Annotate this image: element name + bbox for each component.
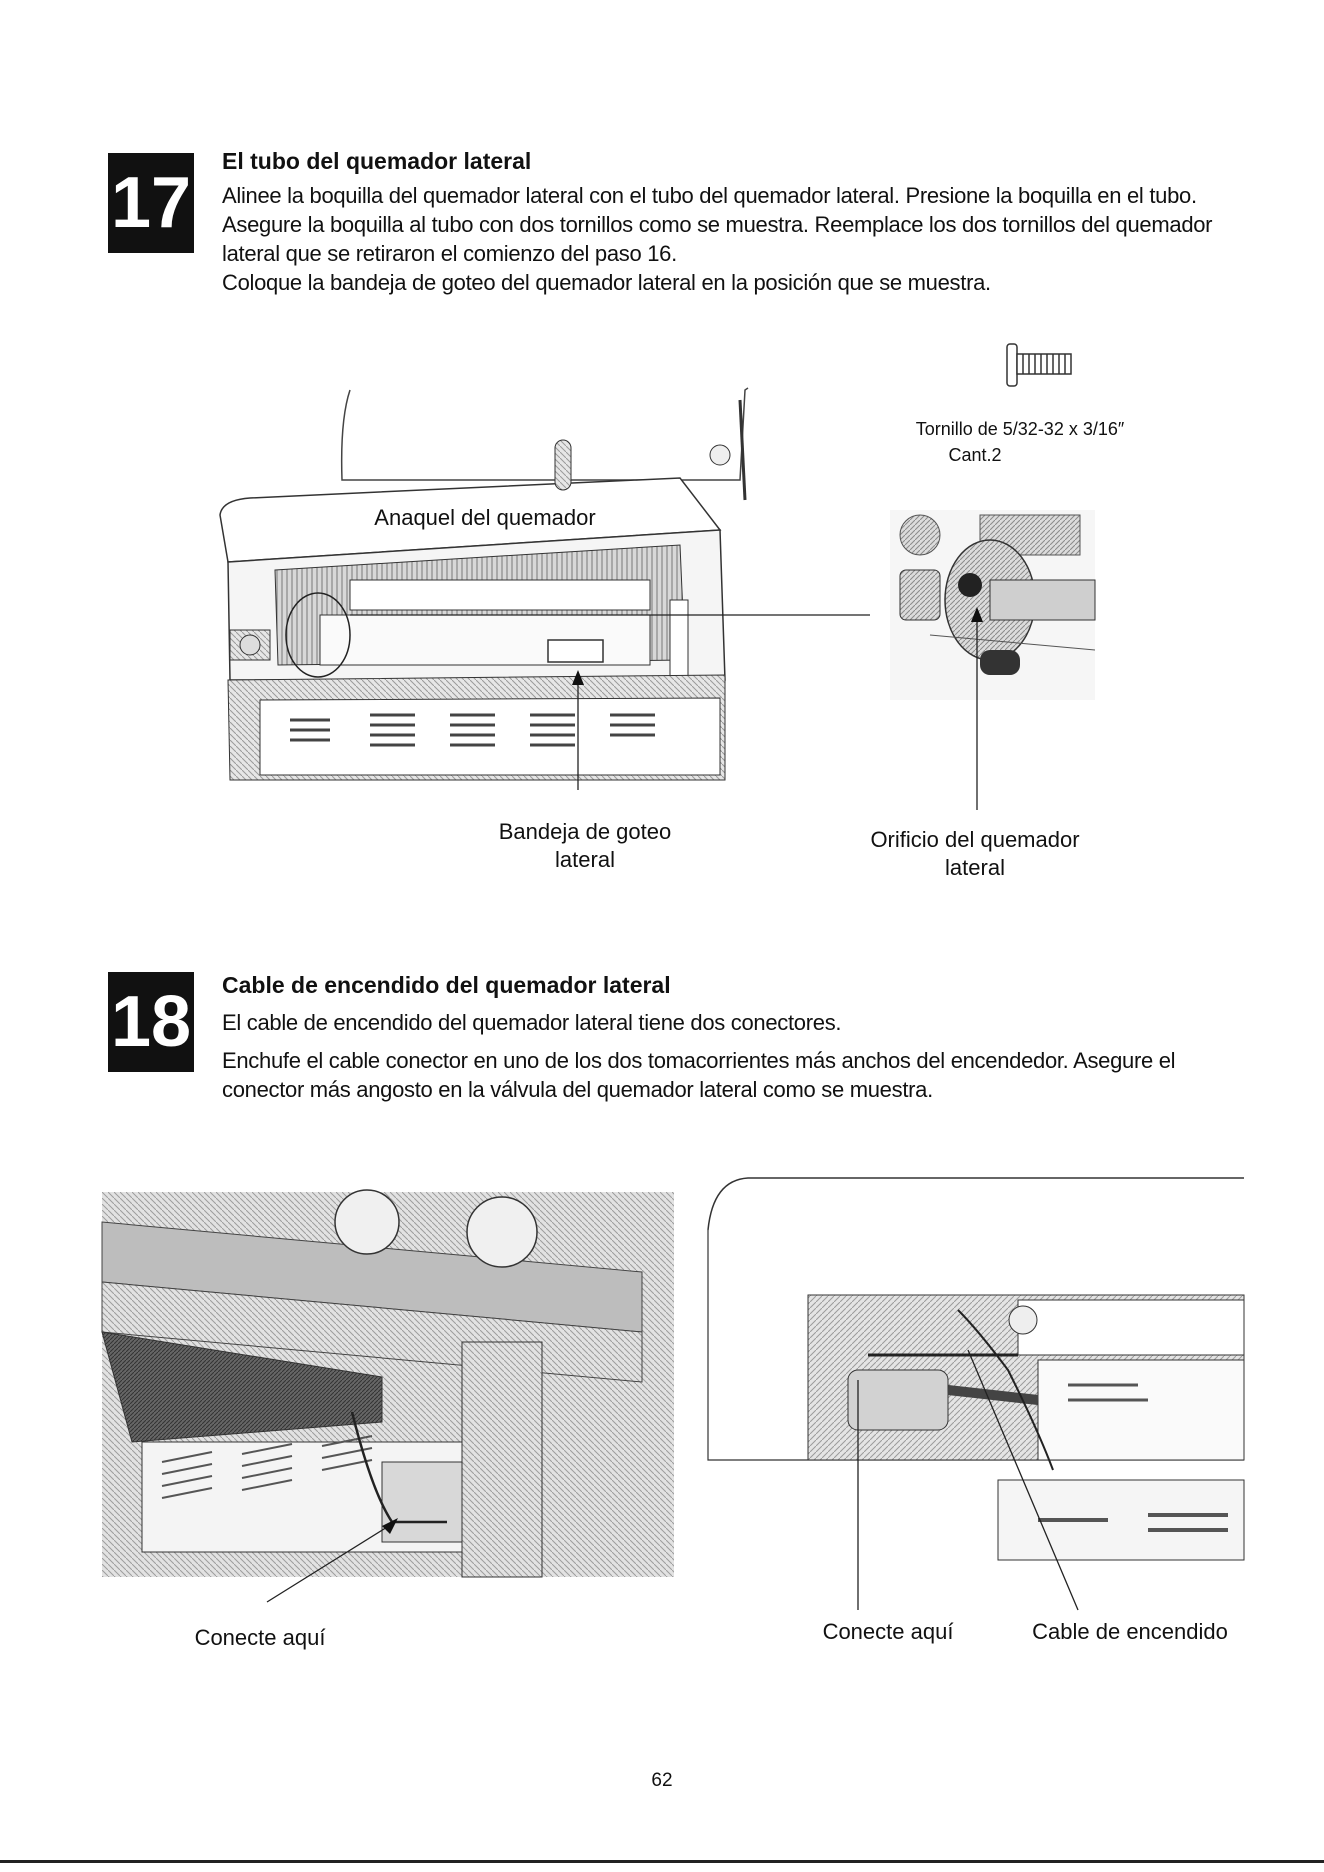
shelf-label: Anaquel del quemador (374, 505, 596, 530)
step-18-badge: 18 (108, 972, 194, 1072)
orifice-label-line-2: lateral (945, 855, 1005, 880)
connect-here-right-label: Conecte aquí (822, 1619, 954, 1644)
orifice-label-line-1: Orificio del quemador (870, 827, 1080, 852)
orifice-detail-illustration (890, 510, 1096, 810)
igniter-connection-illustration (101, 1189, 674, 1603)
screw-spec-label: Tornillo de 5/32-32 x 3/16″ (915, 419, 1125, 439)
step-18-number: 18 (110, 982, 192, 1062)
side-burner-shelf-illustration (219, 387, 870, 790)
step-18-paragraph-1: El cable de encendido del quemador later… (222, 1010, 842, 1035)
step-17-instructions: Alinee la boquilla del quemador lateral … (222, 181, 1222, 297)
ignition-cable-label: Cable de encendido (1032, 1619, 1228, 1644)
bottom-rule (0, 1860, 1324, 1863)
step-17-paragraph-2: Coloque la bandeja de goteo del quemador… (222, 270, 991, 295)
step-17-number: 17 (110, 163, 192, 243)
screw-icon (1006, 343, 1072, 387)
step-17-title: El tubo del quemador lateral (222, 148, 532, 174)
drip-tray-label-line-1: Bandeja de goteo (498, 819, 672, 844)
valve-connection-illustration (707, 1177, 1245, 1611)
step-18-instructions: El cable de encendido del quemador later… (222, 1008, 1222, 1104)
step-17-badge: 17 (108, 153, 194, 253)
step-17-paragraph-1: Alinee la boquilla del quemador lateral … (222, 183, 1213, 266)
drip-tray-label-line-2: lateral (555, 847, 615, 872)
orifice-label: Orificio del quemador lateral (855, 826, 1095, 882)
step-18-paragraph-2: Enchufe el cable conector en uno de los … (222, 1048, 1176, 1102)
drip-tray-label: Bandeja de goteo lateral (470, 818, 700, 874)
step-18-title: Cable de encendido del quemador lateral (222, 972, 671, 998)
connect-here-left-label: Conecte aquí (194, 1625, 326, 1650)
page-number: 62 (651, 1770, 673, 1791)
screw-quantity-label: Cant.2 (948, 445, 1002, 465)
